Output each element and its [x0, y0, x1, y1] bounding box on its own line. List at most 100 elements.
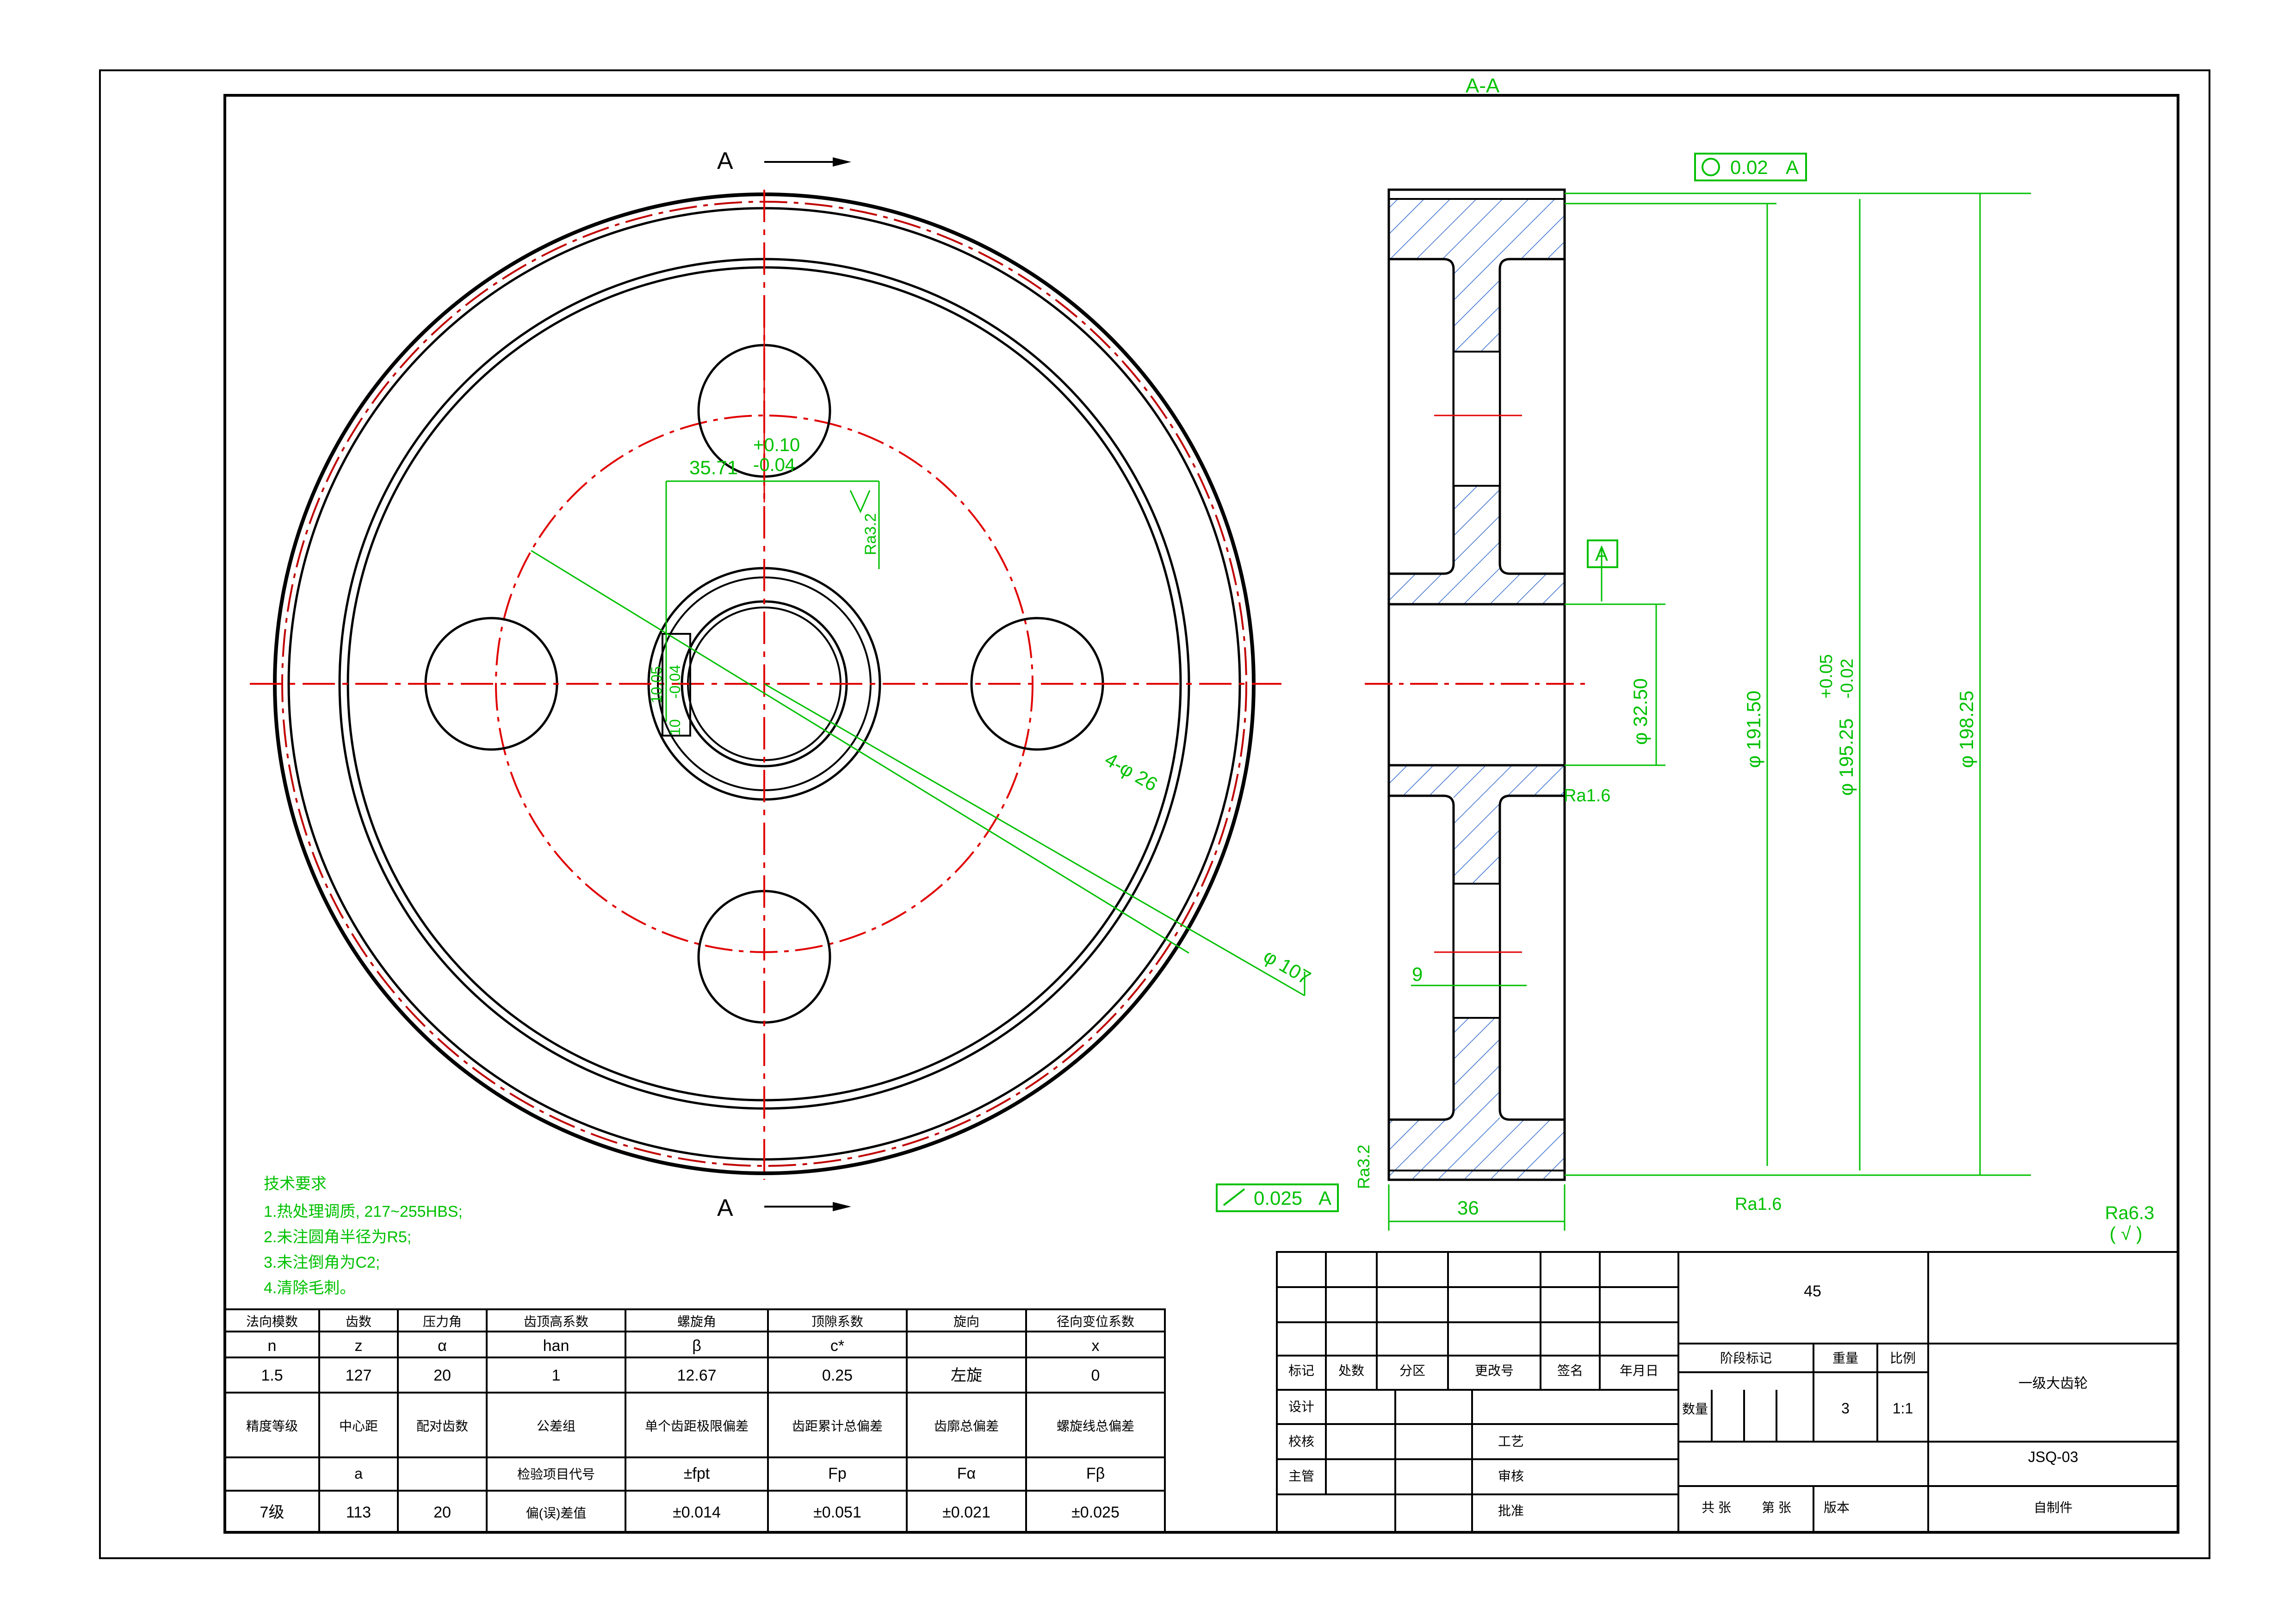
datum-box	[1587, 539, 1618, 568]
gear-header-2: 公差组	[537, 1419, 576, 1433]
gear-header: 法向模数	[246, 1314, 298, 1329]
drawing-no: JSQ-03	[2028, 1449, 2078, 1465]
tb-role: 主管	[1288, 1469, 1314, 1483]
gear-value-2: ±0.025	[1071, 1504, 1120, 1521]
gear-symbol: α	[438, 1337, 447, 1355]
ra-3-2-b: Ra3.2	[1354, 1145, 1373, 1189]
tb-header: 标记	[1288, 1363, 1314, 1378]
gear-value-2: 113	[346, 1504, 371, 1521]
key-dim-a: 10.05	[648, 666, 665, 703]
tb-mid-role: 审核	[1498, 1469, 1524, 1483]
gear-header: 齿数	[346, 1314, 371, 1329]
tb-header: 签名	[1557, 1363, 1583, 1378]
source: 自制件	[2034, 1500, 2073, 1515]
section-view	[1365, 188, 1591, 1181]
concentric-icon	[1702, 158, 1720, 176]
dia-195-tol-b: -0.02	[1838, 658, 1857, 699]
dim-width-35: 35.71	[689, 457, 738, 478]
inner-frame	[223, 94, 2179, 1534]
gear-value: 左旋	[951, 1367, 982, 1384]
gear-symbol-2: ±fpt	[684, 1465, 710, 1482]
gear-header-2: 精度等级	[246, 1419, 298, 1433]
concentric-datum: A	[1786, 156, 1799, 178]
runout-value: 0.025	[1254, 1187, 1302, 1209]
gear-symbol: β	[692, 1337, 701, 1355]
front-dims	[531, 480, 1306, 997]
gear-header-2: 齿距累计总偏差	[792, 1419, 883, 1433]
gear-header: 齿顶高系数	[524, 1314, 588, 1329]
gear-value-2: ±0.021	[942, 1504, 990, 1521]
tech-item: 2.未注圆角半径为R5;	[264, 1228, 411, 1246]
gear-symbol: x	[1092, 1337, 1100, 1355]
tech-title: 技术要求	[264, 1175, 327, 1193]
tb-header: 处数	[1338, 1363, 1364, 1378]
title-block-text: 45 一级大齿轮 JSQ-03 自制件 标记 处数 分区 更改号 签名 年月日 …	[1288, 1282, 2088, 1518]
tb-header: 分区	[1399, 1363, 1425, 1378]
pcd-dim: φ 107	[1260, 945, 1315, 989]
tb-weight: 重量	[1832, 1351, 1858, 1365]
gear-symbol-2: Fp	[828, 1465, 847, 1482]
gear-table-text: 法向模数 齿数 压力角 齿顶高系数 螺旋角 顶隙系数 旋向 径向变位系数 n z…	[246, 1314, 1134, 1521]
gear-value-2: 偏(误)差值	[526, 1506, 587, 1520]
tb-sheets: 共 张	[1702, 1500, 1731, 1515]
key-dim-b: -0.04	[667, 665, 683, 699]
datum-label: A	[1595, 543, 1608, 565]
material: 45	[1804, 1282, 1821, 1300]
gear-value-2: ±0.014	[673, 1504, 721, 1521]
gear-table	[224, 1308, 1166, 1533]
gear-header-2: 单个齿距极限偏差	[645, 1419, 749, 1433]
section-mark-bottom: A	[717, 1195, 733, 1221]
tb-qty-label: 数量	[1682, 1402, 1708, 1416]
dia-198: φ 198.25	[1956, 691, 1977, 768]
gear-header-2: 齿廓总偏差	[934, 1419, 999, 1433]
gear-value: 12.67	[677, 1367, 716, 1384]
gear-value: 0	[1091, 1367, 1100, 1384]
gear-header: 螺旋角	[677, 1314, 716, 1329]
gear-header: 旋向	[953, 1314, 979, 1329]
key-dim-c: 10	[667, 719, 683, 736]
gear-symbol-2: Fα	[957, 1465, 976, 1482]
tb-mid-role: 工艺	[1498, 1434, 1524, 1449]
section-dims	[1388, 192, 2031, 1231]
title-block	[1276, 1251, 2179, 1533]
gear-header: 顶隙系数	[811, 1314, 863, 1329]
dia-195-tol-a: +0.05	[1817, 654, 1836, 699]
gear-symbol-2: a	[354, 1465, 363, 1482]
gear-header-2: 螺旋线总偏差	[1057, 1419, 1134, 1433]
tb-qty: 3	[1841, 1400, 1850, 1417]
outer-border	[99, 69, 2210, 1559]
gear-symbol: n	[268, 1337, 277, 1355]
dim-pos: +0.10	[753, 435, 800, 455]
ra-6-3-paren: ( √ )	[2110, 1224, 2142, 1244]
tech-item: 3.未注倒角为C2;	[264, 1254, 380, 1271]
bore-dim: φ 32.50	[1629, 678, 1651, 745]
gear-symbol: han	[543, 1337, 569, 1355]
holes-dim: 4-φ 26	[1102, 748, 1162, 795]
web-dim: 9	[1412, 963, 1423, 985]
gear-value: 0.25	[822, 1367, 853, 1384]
gear-symbol: c*	[830, 1337, 844, 1355]
gear-symbol-2: Fβ	[1086, 1465, 1105, 1482]
ra-1-6-b: Ra1.6	[1735, 1195, 1782, 1214]
gear-value-2: ±0.051	[813, 1504, 861, 1521]
gear-header: 压力角	[423, 1314, 462, 1329]
gear-value-2: 20	[433, 1504, 451, 1521]
gear-symbol-2: 检验项目代号	[517, 1467, 595, 1481]
gear-value-2: 7级	[260, 1504, 285, 1521]
dim-neg: -0.04	[753, 455, 795, 475]
tb-scale-val: 1:1	[1893, 1400, 1913, 1417]
section-mark-top: A	[717, 148, 733, 174]
gear-value: 20	[433, 1367, 451, 1384]
tb-mid-role: 批准	[1498, 1504, 1524, 1518]
dia-191: φ 191.50	[1743, 691, 1764, 768]
gear-value: 127	[346, 1367, 372, 1384]
ra-6-3: Ra6.3	[2105, 1203, 2154, 1223]
ra-1-6-a: Ra1.6	[1564, 786, 1610, 805]
tech-item: 1.热处理调质, 217~255HBS;	[264, 1203, 463, 1220]
runout-datum: A	[1318, 1187, 1331, 1209]
tb-role: 设计	[1288, 1400, 1314, 1414]
gdt-runout-frame	[1216, 1183, 1339, 1212]
width-dim: 36	[1457, 1197, 1479, 1219]
gear-symbol: z	[355, 1337, 363, 1355]
